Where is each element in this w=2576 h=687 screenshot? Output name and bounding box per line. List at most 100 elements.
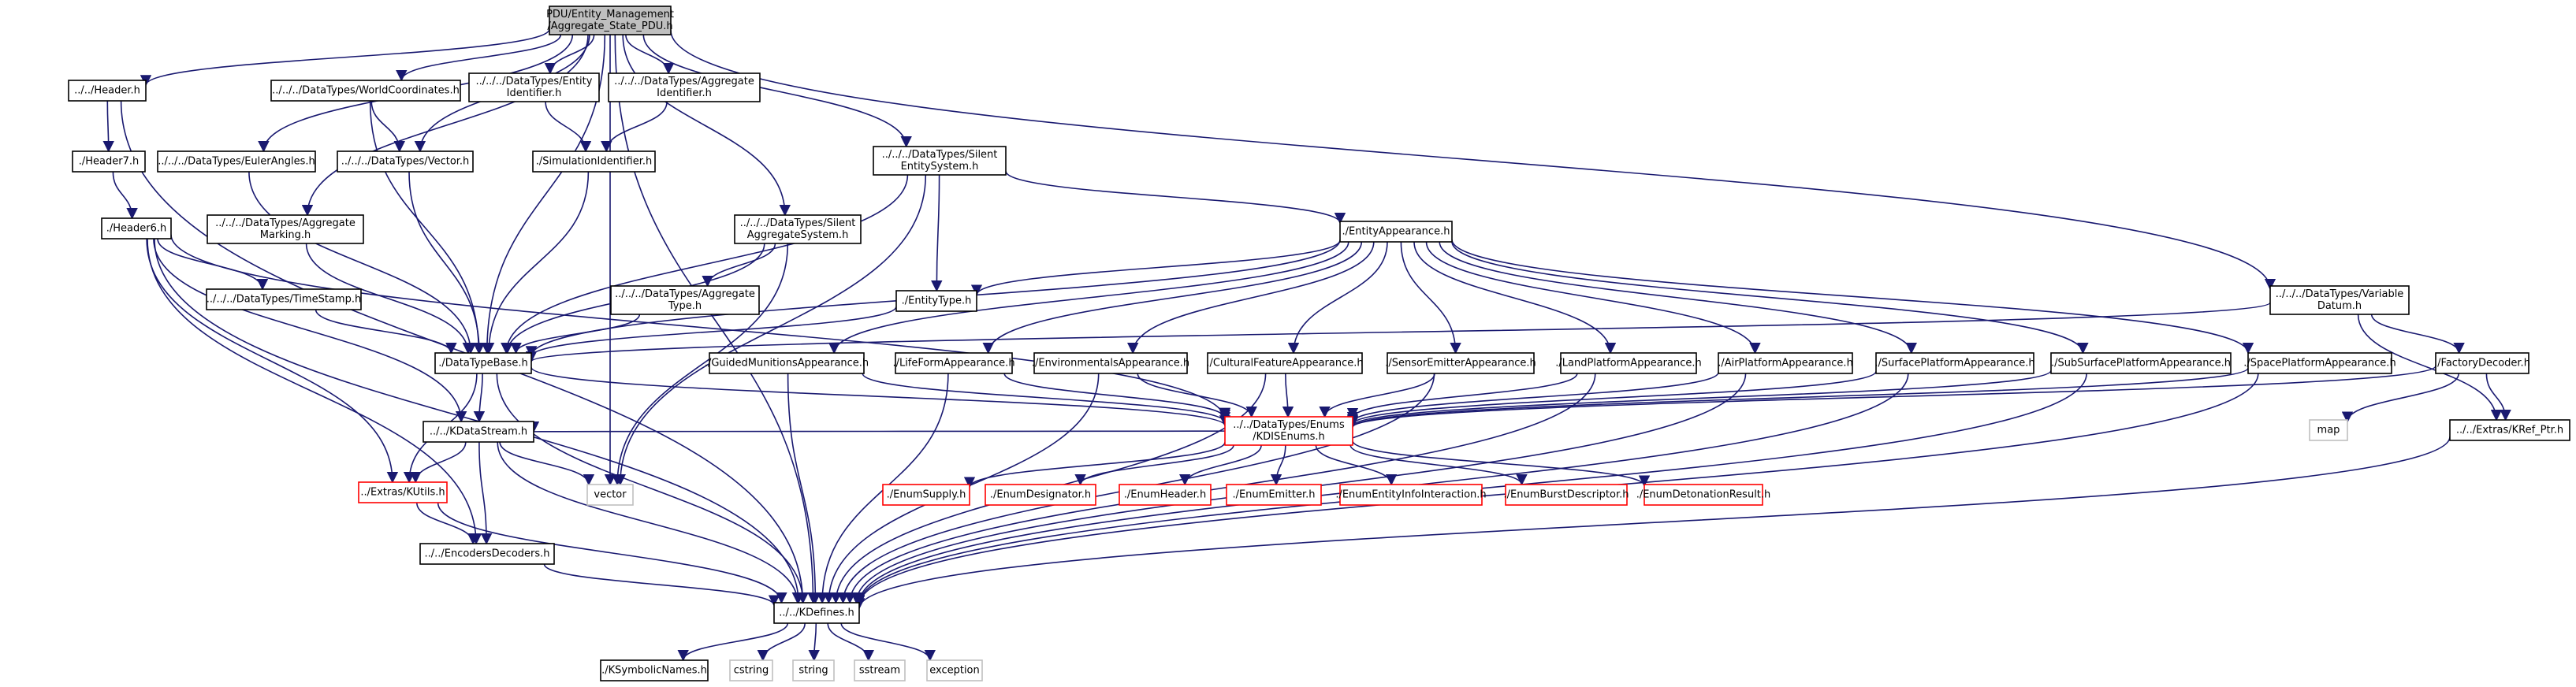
node-factory[interactable]: ./FactoryDecoder.h xyxy=(2434,352,2530,374)
node-header[interactable]: ../../Header.h xyxy=(68,80,147,102)
node-enumsupply[interactable]: ./EnumSupply.h xyxy=(882,484,970,506)
edge-dtbase-to-kdis_enums xyxy=(530,366,1230,427)
node-kdefines[interactable]: ../../KDefines.h xyxy=(773,602,860,624)
node-box-entityid xyxy=(468,72,600,102)
edge-vardatum-to-factory xyxy=(2370,314,2465,355)
edge-kdis_enums-to-enumheader xyxy=(1179,444,1262,486)
node-box-dtbase xyxy=(434,352,532,374)
edge-worldcoords-to-dtbase xyxy=(369,100,485,355)
node-label-aggid-0: ../../../DataTypes/Aggregate xyxy=(614,76,754,87)
node-box-header xyxy=(68,80,147,102)
node-label-land-0: ./LandPlatformAppearance.h xyxy=(1555,358,1701,369)
node-label-dtbase-0: ./DataTypeBase.h xyxy=(438,358,527,369)
node-land[interactable]: ./LandPlatformAppearance.h xyxy=(1555,352,1702,374)
node-silentagg[interactable]: ../../../DataTypes/SilentAggregateSystem… xyxy=(734,214,862,244)
node-lifeform[interactable]: ./LifeFormAppearance.h xyxy=(892,352,1015,374)
node-label-entapp-0: ./EntityAppearance.h xyxy=(1342,226,1450,238)
edge-dtbase-to-kdatastream xyxy=(473,373,486,423)
node-label-header7-0: ./Header7.h xyxy=(79,156,140,168)
node-enumburst[interactable]: ./EnumBurstDescriptor.h xyxy=(1504,484,1629,506)
node-enumemitter[interactable]: ./EnumEmitter.h xyxy=(1226,484,1322,506)
edge-header6-to-timestamp xyxy=(157,238,269,291)
node-simid[interactable]: ./SimulationIdentifier.h xyxy=(532,150,656,173)
node-box-vardatum xyxy=(2269,285,2410,315)
node-envapp[interactable]: ./EnvironmentalsAppearance.h xyxy=(1032,352,1189,374)
node-label-silentent-1: EntitySystem.h xyxy=(901,161,979,173)
edge-root-to-worldcoords xyxy=(396,34,562,82)
edge-aggid-to-simid xyxy=(601,101,668,153)
node-label-krefptr-0: ../../Extras/KRef_Ptr.h xyxy=(2456,425,2563,436)
node-label-kdis_enums-0: ../../DataTypes/Enums xyxy=(1233,419,1345,431)
node-enumdeton[interactable]: ./EnumDetonationResult.h xyxy=(1636,484,1771,506)
edge-vector_h-to-dtbase xyxy=(408,171,486,355)
node-label-enumdesig-0: ./EnumDesignator.h xyxy=(990,489,1091,501)
node-header7[interactable]: ./Header7.h xyxy=(72,150,146,173)
node-euler[interactable]: ../../../DataTypes/EulerAngles.h xyxy=(157,150,316,173)
edge-air-to-kdis_enums xyxy=(1346,372,1719,424)
edge-lifeform-to-kdis_enums xyxy=(1003,373,1231,420)
node-sstream: sstream xyxy=(854,659,906,681)
node-air[interactable]: ./AirPlatformAppearance.h xyxy=(1718,352,1853,374)
node-cultural[interactable]: ./CulturalFeatureAppearance.h xyxy=(1206,352,1364,374)
node-box-surface xyxy=(1875,352,2034,374)
node-label-simid-0: ./SimulationIdentifier.h xyxy=(536,156,653,168)
node-box-sstream xyxy=(854,659,906,681)
node-box-sensor xyxy=(1387,352,1535,374)
edge-guided-to-kdefines xyxy=(787,373,821,604)
node-label-aggtype-1: Type.h xyxy=(668,300,702,312)
node-box-enumdeton xyxy=(1644,484,1763,506)
node-entapp[interactable]: ./EntityAppearance.h xyxy=(1339,221,1453,243)
node-worldcoords[interactable]: ../../../DataTypes/WorldCoordinates.h xyxy=(270,80,461,102)
node-box-encoders xyxy=(419,543,555,565)
edge-header-to-kdefines xyxy=(120,100,809,604)
node-root[interactable]: PDU/Entity_Management/Aggregate_State_PD… xyxy=(546,6,674,35)
node-kdis_enums[interactable]: ../../DataTypes/Enums/KDISEnums.h xyxy=(1224,416,1353,446)
node-label-cstring-0: cstring xyxy=(734,665,769,677)
node-label-aggid-1: Identifier.h xyxy=(657,87,712,99)
node-kdatastream[interactable]: ../../KDataStream.h xyxy=(423,421,534,443)
node-guided[interactable]: ./GuidedMunitionsAppearance.h xyxy=(705,352,869,374)
node-label-sensor-0: ./SensorEmitterAppearance.h xyxy=(1385,358,1536,369)
edge-sensor-to-kdis_enums xyxy=(1319,373,1435,418)
node-box-aggid xyxy=(608,72,761,102)
node-subsurface[interactable]: ./SubSurfacePlatformAppearance.h xyxy=(2050,352,2232,374)
node-kutils[interactable]: ../Extras/KUtils.h xyxy=(358,481,448,503)
node-vector_h[interactable]: ../../../DataTypes/Vector.h xyxy=(337,150,474,173)
node-label-aggmark-1: Marking.h xyxy=(260,229,311,241)
node-enttype[interactable]: ./EntityType.h xyxy=(895,290,977,312)
node-box-vector_h xyxy=(337,150,474,173)
node-box-kutils xyxy=(358,481,448,503)
edge-kdis_enums-to-enuminfo xyxy=(1315,444,1398,486)
node-enuminfo[interactable]: ./EnumEntityInfoInteraction.h xyxy=(1335,484,1487,506)
edge-entapp-to-space xyxy=(1451,239,2254,355)
edge-vardatum-to-krefptr xyxy=(2357,314,2503,421)
node-space[interactable]: ./SpacePlatformAppearance.h xyxy=(2243,352,2396,374)
node-encoders[interactable]: ../../EncodersDecoders.h xyxy=(419,543,555,565)
node-dtbase[interactable]: ./DataTypeBase.h xyxy=(434,352,532,374)
node-sensor[interactable]: ./SensorEmitterAppearance.h xyxy=(1385,352,1536,374)
edge-kdis_enums-to-enumdeton xyxy=(1352,440,1651,487)
node-box-enttype xyxy=(895,290,977,312)
edge-dtbase-to-kdefines xyxy=(496,373,809,604)
node-timestamp[interactable]: ../../../DataTypes/TimeStamp.h xyxy=(206,288,362,310)
node-label-vector_sys-0: vector xyxy=(594,489,627,501)
node-header6[interactable]: ./Header6.h xyxy=(101,217,172,240)
edge-header7-to-header6 xyxy=(112,171,138,220)
node-box-enumheader xyxy=(1119,484,1212,506)
node-ksymbolic[interactable]: ./KSymbolicNames.h xyxy=(600,659,709,681)
edge-silentent-to-enttype xyxy=(931,174,943,292)
node-krefptr[interactable]: ../../Extras/KRef_Ptr.h xyxy=(2449,419,2570,441)
node-enumdesig[interactable]: ./EnumDesignator.h xyxy=(985,484,1096,506)
node-surface[interactable]: ./SurfacePlatformAppearance.h xyxy=(1874,352,2035,374)
edge-aggmark-to-dtbase xyxy=(305,243,474,355)
node-enumheader[interactable]: ./EnumHeader.h xyxy=(1119,484,1212,506)
edge-kdefines-to-cstring xyxy=(757,622,806,662)
edge-encoders-to-kdefines xyxy=(543,563,780,607)
node-box-header6 xyxy=(101,217,172,240)
